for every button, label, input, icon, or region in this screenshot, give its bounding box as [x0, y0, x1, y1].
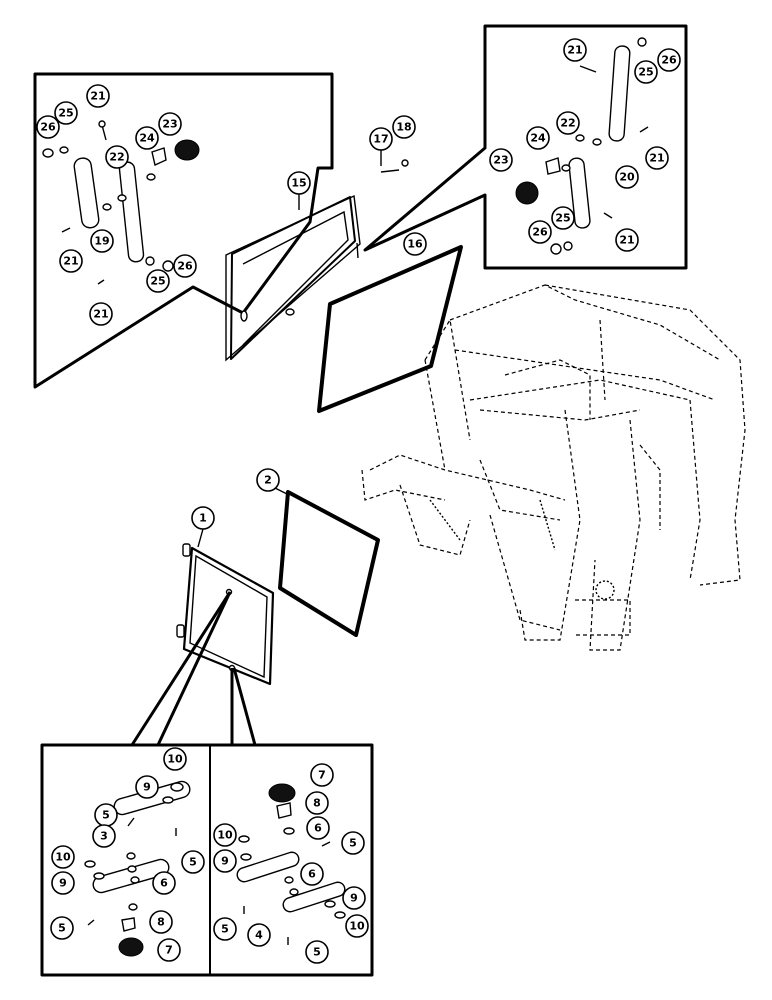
callout-label: 25	[555, 212, 570, 225]
callout-label: 9	[143, 781, 151, 794]
callout-label: 9	[221, 855, 229, 868]
callout-label: 3	[100, 830, 108, 843]
callout-label: 25	[638, 66, 653, 79]
rear-window-glass: 16	[317, 232, 463, 413]
callout-label: 23	[162, 118, 177, 131]
detail-inset-top-right: 21 25 26 22 24 23 20 21 25 26 21	[363, 24, 688, 270]
callout-label: 25	[150, 275, 165, 288]
callout-label: 21	[649, 152, 664, 165]
callout-label: 26	[532, 226, 548, 239]
callout-label: 18	[396, 121, 411, 134]
callout-label: 23	[493, 154, 508, 167]
callout-label: 24	[139, 132, 155, 145]
callout-label: 2	[264, 474, 272, 487]
callout-label: 21	[93, 308, 108, 321]
callout-label: 6	[314, 822, 322, 835]
callout-label: 6	[308, 868, 316, 881]
callout-label: 16	[407, 238, 423, 251]
callout-label: 17	[373, 133, 388, 146]
callout-label: 6	[160, 877, 168, 890]
rear-window-frame-assembly: 15 17 18	[225, 115, 416, 362]
callout-label: 8	[313, 797, 321, 810]
callout-label: 21	[63, 255, 78, 268]
callout-label: 7	[318, 769, 326, 782]
callout-label: 10	[217, 829, 233, 842]
callout-label: 8	[157, 916, 165, 929]
callout-label: 20	[619, 171, 635, 184]
detail-inset-top-left: 21 26 25 22 24 23 19 21 25 26 21	[33, 72, 334, 389]
callout-label: 22	[109, 151, 124, 164]
callout-label: 26	[177, 260, 193, 273]
callout-label: 10	[55, 851, 71, 864]
callout-label: 22	[560, 117, 575, 130]
callout-label: 5	[221, 923, 229, 936]
side-window-frame-assembly: 1	[176, 506, 275, 686]
callout-label: 5	[102, 809, 110, 822]
callout-label: 5	[313, 946, 321, 959]
tractor-cab-outline	[361, 284, 746, 651]
callout-label: 24	[530, 132, 546, 145]
detail-inset-bottom: 10 9 5 3 5 10 9 6 8 5 7 7 8 6 10 5 9 6 4…	[40, 743, 374, 977]
callout-label: 26	[661, 54, 677, 67]
callout-label: 26	[40, 121, 56, 134]
callout-label: 21	[619, 234, 634, 247]
callout-label: 5	[189, 856, 197, 869]
callout-label: 10	[349, 920, 365, 933]
side-window-glass: 2	[256, 468, 380, 637]
callout-label: 21	[567, 44, 582, 57]
callout-label: 4	[255, 929, 263, 942]
callout-label: 9	[59, 877, 67, 890]
callout-label: 9	[350, 892, 358, 905]
callout-label: 19	[94, 235, 109, 248]
callout-label: 5	[58, 922, 66, 935]
callout-label: 7	[165, 944, 173, 957]
callout-label: 15	[291, 177, 306, 190]
callout-label: 10	[167, 753, 183, 766]
callout-label: 25	[58, 107, 73, 120]
callout-label: 5	[349, 837, 357, 850]
callout-label: 21	[90, 90, 105, 103]
callout-label: 1	[199, 512, 207, 525]
